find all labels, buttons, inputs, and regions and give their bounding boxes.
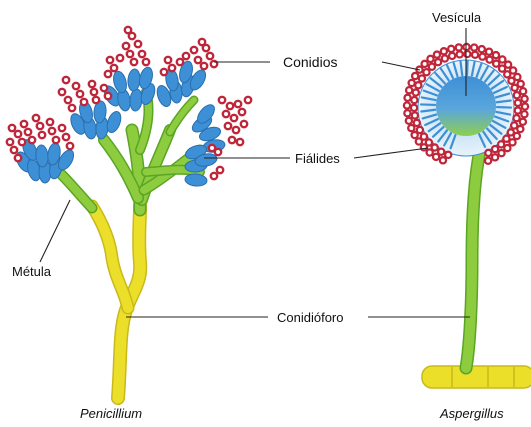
aspergillus-conidium <box>513 115 519 121</box>
aspergillus-conidium <box>472 52 478 58</box>
aspergillus-conidium <box>479 54 485 60</box>
aspergillus-conidium <box>520 88 526 94</box>
aspergillus-conidium <box>404 102 410 108</box>
aspergillus-conidium <box>518 81 524 87</box>
aspergillus-conidium <box>457 51 463 57</box>
aspergillus-conidium <box>412 73 418 79</box>
aspergillus-conidium <box>522 103 528 109</box>
aspergillus-conidium <box>514 92 520 98</box>
aspergillus-conidium <box>422 61 428 67</box>
aspergillus-conidium <box>442 55 448 61</box>
aspergillus-conidium <box>493 61 499 67</box>
aspergillus-conidium <box>421 144 427 150</box>
aspergillus-conidium <box>449 53 455 59</box>
aspergillus-conidium <box>414 120 420 126</box>
label-fialides: Fiálides <box>295 151 340 166</box>
aspergillus-conidium <box>448 46 454 52</box>
aspergillus-conidium <box>498 150 504 156</box>
aspergillus-conidium <box>471 44 477 50</box>
aspergillus-conidium <box>441 48 447 54</box>
aspergillus-conidium <box>504 145 510 151</box>
aspergillus-conidium <box>485 158 491 164</box>
aspergillus-conidium <box>464 51 470 57</box>
species-aspergillus: Aspergillus <box>439 406 504 421</box>
aspergillus-conidium <box>521 111 527 117</box>
aspergillus-conidium <box>413 89 419 95</box>
aspergillus-structure <box>354 28 531 388</box>
aspergillus-conidium <box>409 80 415 86</box>
aspergillus-conidium <box>429 64 435 70</box>
aspergillus-conidium <box>435 59 441 65</box>
conidios-leader-right <box>382 62 420 70</box>
aspergillus-conidium <box>515 100 521 106</box>
aspergillus-conidium <box>412 132 418 138</box>
aspergillus-conidium <box>404 110 410 116</box>
aspergillus-conidium <box>406 87 412 93</box>
aspergillus-conidium <box>411 105 417 111</box>
fialides-leader-right <box>354 148 428 158</box>
aspergillus-conidium <box>408 125 414 131</box>
aspergillus-conidium <box>423 69 429 75</box>
aspergillus-conidium <box>412 112 418 118</box>
metula-leader <box>40 200 70 262</box>
aspergillus-conidium <box>419 75 425 81</box>
aspergillus-conidium <box>427 56 433 62</box>
aspergillus-conidium <box>416 138 422 144</box>
aspergillus-conidium <box>440 157 446 163</box>
aspergillus-conidium <box>492 146 498 152</box>
aspergillus-conidium <box>445 152 451 158</box>
aspergillus-conidium <box>479 46 485 52</box>
aspergillus-conidium <box>514 133 520 139</box>
aspergillus-conidium <box>498 141 504 147</box>
aspergillus-conidium <box>487 57 493 63</box>
aspergillus-conidium <box>510 67 516 73</box>
aspergillus-conidium <box>509 139 515 145</box>
label-conidios: Conidios <box>283 54 337 70</box>
aspergillus-conidium <box>520 119 526 125</box>
aspergillus-conidium <box>415 82 421 88</box>
aspergillus-conidium <box>492 154 498 160</box>
penicillium-conidiophore <box>92 206 140 398</box>
penicillium-structure <box>7 27 290 398</box>
aspergillus-conidium <box>505 62 511 68</box>
aspergillus-conidium <box>404 95 410 101</box>
aspergillus-conidium <box>486 49 492 55</box>
aspergillus-hypha <box>422 366 531 388</box>
aspergillus-conidium <box>485 150 491 156</box>
aspergillus-conidiophore <box>466 150 480 368</box>
aspergillus-conidium <box>456 44 462 50</box>
aspergillus-conidium <box>521 96 527 102</box>
aspergillus-conidium <box>515 107 521 113</box>
label-conidioforo: Conidióforo <box>277 310 344 325</box>
aspergillus-conidium <box>406 118 412 124</box>
label-vesicula: Vesícula <box>432 10 482 25</box>
species-penicillium: Penicillium <box>80 406 142 421</box>
aspergillus-conidium <box>517 126 523 132</box>
aspergillus-conidium <box>499 56 505 62</box>
aspergillus-conidium <box>434 52 440 58</box>
aspergillus-conidium <box>427 149 433 155</box>
aspergillus-conidium <box>411 97 417 103</box>
aspergillus-conidium <box>493 52 499 58</box>
label-metula: Métula <box>12 264 52 279</box>
aspergillus-conidium <box>433 154 439 160</box>
aspergillus-conidium <box>514 74 520 80</box>
